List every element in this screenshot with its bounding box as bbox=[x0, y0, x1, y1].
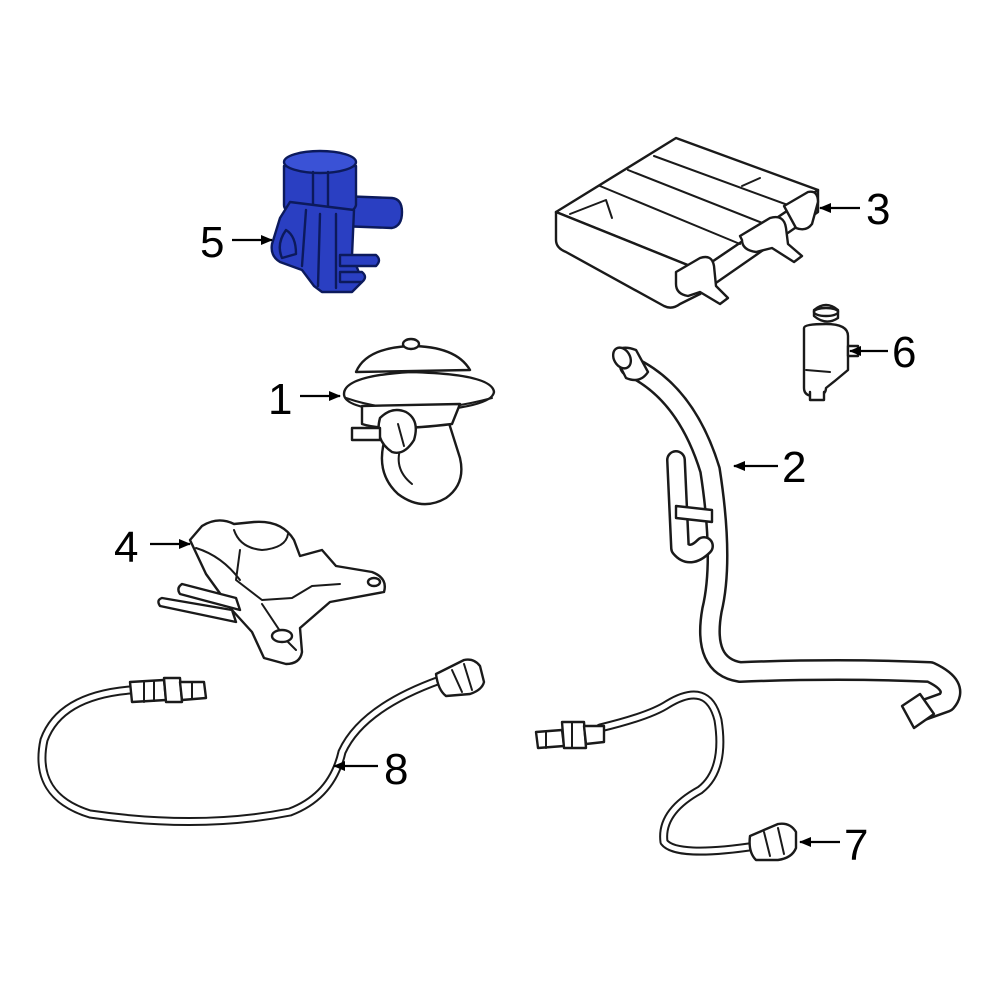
canister-port-b bbox=[738, 215, 804, 264]
part-2-vacuum-hose[interactable] bbox=[610, 344, 962, 730]
part-3-vapor-canister[interactable] bbox=[554, 136, 820, 309]
callout-8: 8 bbox=[384, 745, 408, 794]
callout-1: 1 bbox=[268, 375, 292, 424]
part-1-egr-valve[interactable] bbox=[342, 337, 496, 506]
canister-port-a bbox=[674, 255, 730, 306]
solenoid-bottom-port bbox=[338, 253, 381, 268]
part-8-oxygen-sensor[interactable] bbox=[37, 658, 486, 827]
part-7-oxygen-sensor[interactable] bbox=[534, 690, 798, 862]
part-5-vacuum-solenoid[interactable] bbox=[270, 149, 404, 294]
callout-4: 4 bbox=[114, 523, 138, 572]
callout-5: 5 bbox=[200, 218, 224, 267]
solenoid-top-cap bbox=[282, 149, 358, 175]
callout-7: 7 bbox=[844, 821, 868, 870]
canister-port-c bbox=[782, 190, 820, 231]
callout-2: 2 bbox=[782, 443, 806, 492]
callout-6: 6 bbox=[892, 328, 916, 377]
part-4-bracket[interactable] bbox=[157, 519, 386, 666]
callout-3: 3 bbox=[866, 185, 890, 234]
part-6-small-valve[interactable] bbox=[802, 303, 860, 402]
